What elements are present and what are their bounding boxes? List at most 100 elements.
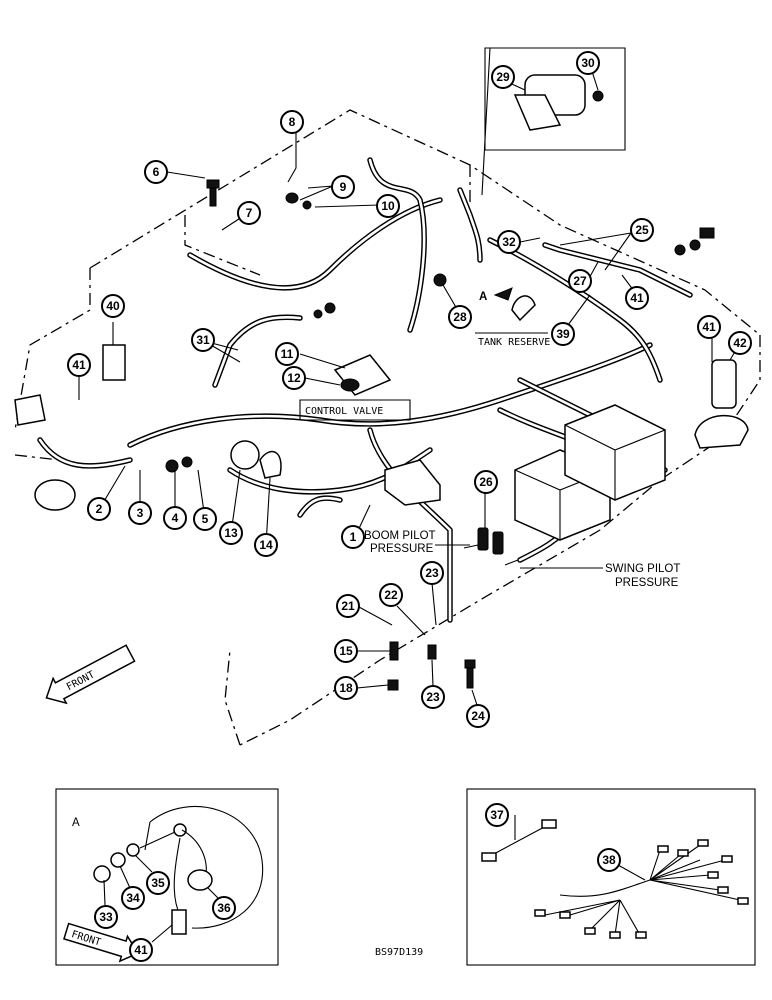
callout-23-upper: 23 bbox=[420, 561, 444, 585]
detail-inset-a: A bbox=[55, 788, 279, 966]
callout-30: 30 bbox=[576, 51, 600, 75]
svg-text:23: 23 bbox=[426, 690, 440, 704]
callout-38: 38 bbox=[597, 848, 621, 872]
callout-39: 39 bbox=[551, 322, 575, 346]
svg-text:8: 8 bbox=[289, 115, 296, 129]
callout-9: 9 bbox=[331, 175, 355, 199]
svg-text:31: 31 bbox=[196, 333, 210, 347]
callout-27: 27 bbox=[568, 269, 592, 293]
boom-pilot-label-1: BOOM PILOT bbox=[364, 530, 436, 542]
callout-41-top-right: 41 bbox=[625, 286, 649, 310]
svg-text:29: 29 bbox=[496, 70, 510, 84]
svg-text:41: 41 bbox=[630, 291, 644, 305]
callout-22: 22 bbox=[379, 583, 403, 607]
callout-33: 33 bbox=[94, 905, 118, 929]
callout-12: 12 bbox=[282, 366, 306, 390]
svg-text:23: 23 bbox=[425, 566, 439, 580]
callout-6: 6 bbox=[144, 160, 168, 184]
svg-text:41: 41 bbox=[72, 358, 86, 372]
callout-41-left: 41 bbox=[67, 353, 91, 377]
callout-1: 1 bbox=[341, 525, 365, 549]
detail-inset-solenoid bbox=[484, 47, 626, 151]
svg-text:11: 11 bbox=[281, 347, 294, 361]
svg-text:10: 10 bbox=[381, 199, 395, 213]
svg-text:35: 35 bbox=[151, 876, 165, 890]
callout-15: 15 bbox=[334, 639, 358, 663]
front-arrow-main: FRONT bbox=[45, 644, 136, 705]
callout-41-inset: 41 bbox=[129, 938, 153, 962]
svg-text:34: 34 bbox=[126, 891, 140, 905]
svg-text:33: 33 bbox=[99, 910, 113, 924]
boom-pilot-label-2: PRESSURE bbox=[370, 543, 434, 555]
svg-text:9: 9 bbox=[340, 180, 347, 194]
svg-text:27: 27 bbox=[573, 274, 587, 288]
callout-32: 32 bbox=[497, 230, 521, 254]
callout-10: 10 bbox=[376, 194, 400, 218]
callout-13: 13 bbox=[219, 521, 243, 545]
svg-text:28: 28 bbox=[453, 310, 467, 324]
svg-text:13: 13 bbox=[224, 526, 238, 540]
callout-42: 42 bbox=[728, 331, 752, 355]
svg-text:14: 14 bbox=[259, 538, 273, 552]
svg-text:7: 7 bbox=[246, 206, 253, 220]
svg-text:3: 3 bbox=[137, 506, 144, 520]
svg-text:41: 41 bbox=[134, 943, 148, 957]
callout-24: 24 bbox=[466, 704, 490, 728]
callout-28: 28 bbox=[448, 305, 472, 329]
drawing-code: BS97D139 bbox=[375, 947, 423, 958]
svg-text:32: 32 bbox=[502, 235, 516, 249]
svg-text:24: 24 bbox=[471, 709, 485, 723]
svg-text:22: 22 bbox=[384, 588, 398, 602]
callout-11: 11 bbox=[275, 342, 299, 366]
svg-text:21: 21 bbox=[341, 599, 355, 613]
switch-42-body bbox=[711, 359, 737, 409]
swing-pilot-label-1: SWING PILOT bbox=[605, 563, 680, 575]
leader-lines bbox=[78, 47, 737, 706]
svg-text:41: 41 bbox=[702, 320, 716, 334]
callout-23-lower: 23 bbox=[421, 685, 445, 709]
svg-text:1: 1 bbox=[350, 530, 357, 544]
callout-40: 40 bbox=[101, 294, 125, 318]
callout-18: 18 bbox=[334, 676, 358, 700]
callout-3: 3 bbox=[128, 501, 152, 525]
callout-4: 4 bbox=[163, 506, 187, 530]
svg-text:12: 12 bbox=[287, 371, 301, 385]
svg-text:40: 40 bbox=[106, 299, 120, 313]
svg-text:37: 37 bbox=[490, 808, 504, 822]
tank-reserve-label: TANK RESERVE bbox=[478, 337, 550, 348]
callout-2: 2 bbox=[87, 497, 111, 521]
svg-text:15: 15 bbox=[339, 644, 353, 658]
detail-inset-harnesses bbox=[466, 788, 756, 966]
svg-text:2: 2 bbox=[96, 502, 103, 516]
unit-40 bbox=[102, 344, 126, 381]
callout-37: 37 bbox=[485, 803, 509, 827]
callout-31: 31 bbox=[191, 328, 215, 352]
callout-21: 21 bbox=[336, 594, 360, 618]
text-labels: CONTROL VALVE TANK RESERVE A BOOM PILOT … bbox=[299, 287, 680, 589]
svg-text:36: 36 bbox=[217, 901, 231, 915]
callout-34: 34 bbox=[121, 886, 145, 910]
callout-7: 7 bbox=[237, 201, 261, 225]
callout-35: 35 bbox=[146, 871, 170, 895]
svg-text:18: 18 bbox=[339, 681, 353, 695]
svg-text:42: 42 bbox=[733, 336, 747, 350]
callout-41-right: 41 bbox=[697, 315, 721, 339]
callout-5: 5 bbox=[193, 507, 217, 531]
svg-text:39: 39 bbox=[556, 327, 570, 341]
swing-pilot-label-2: PRESSURE bbox=[615, 577, 679, 589]
svg-text:38: 38 bbox=[602, 853, 616, 867]
svg-text:6: 6 bbox=[153, 165, 160, 179]
callout-14: 14 bbox=[254, 533, 278, 557]
detail-a-marker: A bbox=[479, 291, 487, 303]
frame-outline bbox=[14, 109, 761, 746]
callout-36: 36 bbox=[212, 896, 236, 920]
callout-balloons: 1 2 3 4 5 6 7 8 9 10 11 12 13 14 15 18 2… bbox=[67, 51, 752, 962]
callout-8: 8 bbox=[280, 110, 304, 134]
svg-text:25: 25 bbox=[635, 223, 649, 237]
svg-text:26: 26 bbox=[479, 475, 493, 489]
svg-text:5: 5 bbox=[202, 512, 209, 526]
callout-26: 26 bbox=[474, 470, 498, 494]
control-valve-label: CONTROL VALVE bbox=[305, 406, 383, 417]
callout-25: 25 bbox=[630, 218, 654, 242]
